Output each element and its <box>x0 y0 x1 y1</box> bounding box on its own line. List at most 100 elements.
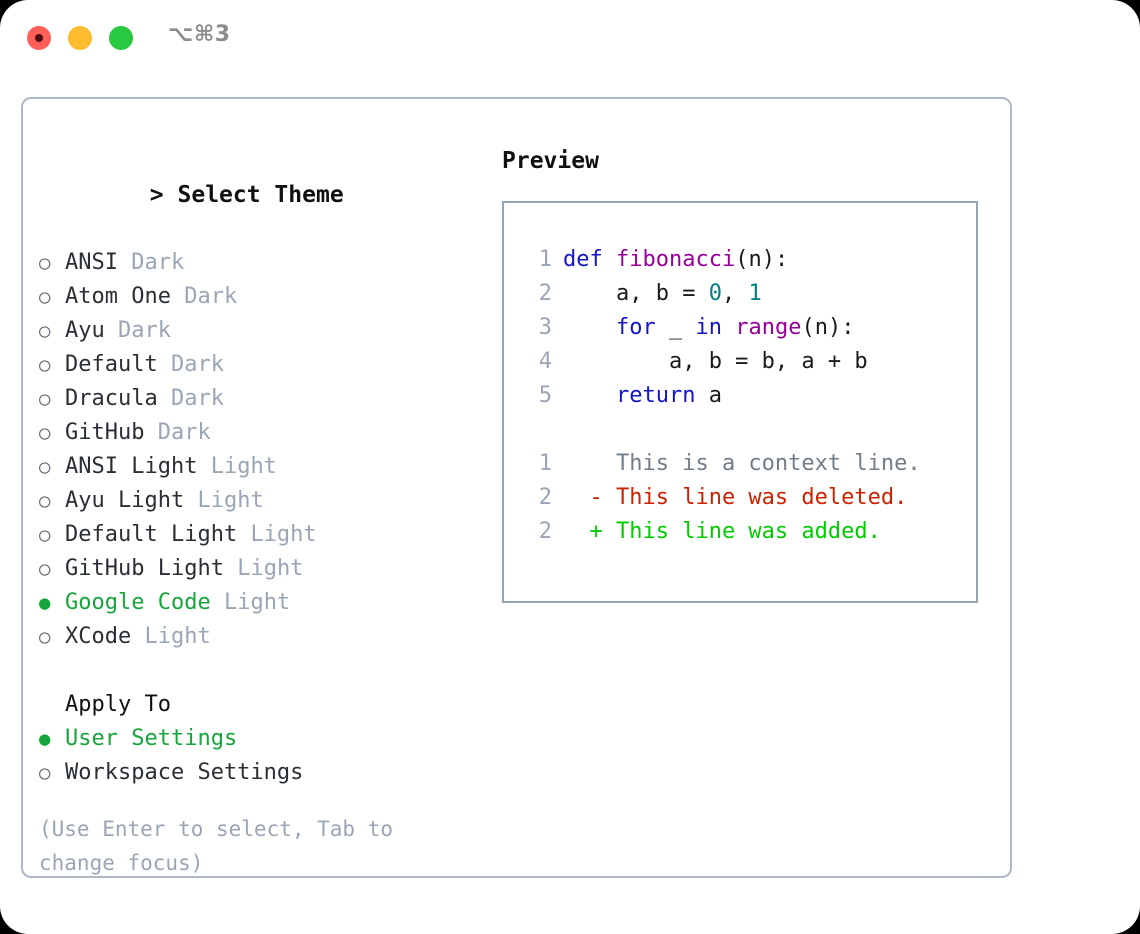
radio-unselected-icon: ○ <box>39 456 51 478</box>
theme-picker-title: > Select Theme <box>39 144 499 246</box>
code-token-plain: (n): <box>735 247 789 272</box>
radio-selected-icon: ● <box>39 592 51 614</box>
code-token-num: 1 <box>748 281 762 306</box>
code-line-number: 1 <box>538 247 552 272</box>
theme-option-atom-one[interactable]: ○ Atom One Dark <box>39 280 499 314</box>
theme-option-label: Google Code <box>65 590 211 615</box>
theme-option-label: Atom One <box>65 284 171 309</box>
code-line-number: 4 <box>538 349 552 374</box>
theme-option-label: ANSI <box>65 250 118 275</box>
code-token-num: 0 <box>708 281 722 306</box>
theme-option-github-light[interactable]: ○GitHub Light Light <box>39 552 499 586</box>
theme-option-dracula[interactable]: ○Dracula Dark <box>39 382 499 416</box>
radio-unselected-icon: ○ <box>39 252 51 274</box>
radio-unselected-icon: ○ <box>39 422 51 444</box>
label-suffix-gap <box>224 552 237 586</box>
theme-option-ansi-light[interactable]: ○ANSI Light Light <box>39 450 499 484</box>
code-token-fn: range <box>735 315 802 340</box>
code-line-text: for _ in range(n): <box>563 311 854 345</box>
code-line: 5 return a <box>522 379 970 413</box>
diff-sample-block: 1 This is a context line.2 - This line w… <box>522 447 970 549</box>
label-suffix-gap <box>118 246 131 280</box>
zoom-window-button[interactable] <box>109 26 133 50</box>
close-window-button[interactable] <box>27 26 51 50</box>
list-spacer <box>39 654 499 688</box>
radio-unselected-icon: ○ <box>39 524 51 546</box>
theme-option-variant: Light <box>250 522 317 547</box>
page-title: Select Theme <box>177 182 344 208</box>
code-token-kw: for <box>615 315 656 340</box>
theme-option-variant: Dark <box>170 352 224 377</box>
apply-to-option-label: User Settings <box>65 726 238 751</box>
code-token-plain: a <box>695 383 722 408</box>
code-token-plain <box>563 383 616 408</box>
theme-option-variant: Dark <box>184 284 238 309</box>
code-token-plain: (n): <box>801 315 855 340</box>
radio-unselected-icon: ○ <box>39 388 51 410</box>
theme-option-variant: Dark <box>131 250 185 275</box>
apply-to-option-workspace-settings[interactable]: ○Workspace Settings <box>39 756 499 790</box>
theme-option-ayu-light[interactable]: ○Ayu Light Light <box>39 484 499 518</box>
theme-option-label: Ayu Light <box>65 488 185 513</box>
label-suffix-gap <box>158 382 171 416</box>
diff-line-text: + This line was added. <box>563 519 881 544</box>
radio-unselected-icon: ○ <box>39 626 51 648</box>
theme-option-github[interactable]: ○ GitHub Dark <box>39 416 499 450</box>
theme-option-variant: Light <box>223 590 291 615</box>
theme-option-label: Default Light <box>65 522 238 547</box>
code-token-plain: _ <box>655 315 696 340</box>
minimize-window-button[interactable] <box>68 26 92 50</box>
keyboard-hint-text: (Use Enter to select, Tab to change focu… <box>39 817 406 875</box>
radio-unselected-icon: ○ <box>39 762 51 784</box>
code-line: 3 for _ in range(n): <box>522 311 970 345</box>
diff-line-number: 2 <box>538 519 552 544</box>
theme-option-google-code[interactable]: ● Google Code Light <box>39 586 499 620</box>
theme-option-ansi[interactable]: ○ ANSI Dark <box>39 246 499 280</box>
diff-line-add: 2 + This line was added. <box>522 515 970 549</box>
keyboard-shortcut-label: ⌥⌘3 <box>168 22 231 47</box>
code-line-text: return a <box>563 379 722 413</box>
code-token-kw: in <box>695 315 722 340</box>
diff-line-number: 1 <box>538 451 552 476</box>
code-line-text: a, b = b, a + b <box>563 345 868 379</box>
theme-option-xcode[interactable]: ○XCode Light <box>39 620 499 654</box>
apply-to-option-user-settings[interactable]: ●User Settings <box>39 722 499 756</box>
theme-option-list[interactable]: ○ANSI Dark○Atom One Dark○Ayu Dark○Defaul… <box>39 246 499 654</box>
theme-option-variant: Light <box>237 556 304 581</box>
code-token-plain: a, b = <box>563 281 709 306</box>
radio-unselected-icon: ○ <box>39 490 51 512</box>
theme-option-variant: Light <box>144 624 211 649</box>
theme-option-default[interactable]: ○Default Dark <box>39 348 499 382</box>
label-suffix-gap <box>144 416 157 450</box>
label-suffix-gap <box>197 450 210 484</box>
code-line-number: 3 <box>538 315 552 340</box>
theme-option-ayu[interactable]: ○Ayu Dark <box>39 314 499 348</box>
preview-title: Preview <box>502 148 599 174</box>
label-suffix-gap <box>211 586 224 620</box>
diff-line-text: This is a context line. <box>563 451 921 476</box>
code-token-fn: fibonacci <box>615 247 736 272</box>
theme-option-label: GitHub <box>65 420 145 445</box>
label-suffix-gap <box>158 348 171 382</box>
code-token-plain: , <box>721 281 749 306</box>
theme-option-default-light[interactable]: ○ Default Light Light <box>39 518 499 552</box>
radio-unselected-icon: ○ <box>39 320 51 342</box>
apply-to-option-list[interactable]: ●User Settings○Workspace Settings <box>39 722 499 790</box>
theme-option-label: GitHub Light <box>65 556 224 581</box>
theme-option-label: Default <box>65 352 158 377</box>
label-suffix-gap <box>131 620 144 654</box>
radio-unselected-icon: ○ <box>39 286 51 308</box>
code-token-plain <box>563 315 616 340</box>
code-line-text: a, b = 0, 1 <box>563 277 762 311</box>
apply-to-header-marker-placeholder: ○ <box>39 688 65 722</box>
code-line-number: 2 <box>538 281 552 306</box>
prompt-caret-icon: > <box>149 182 164 208</box>
theme-option-variant: Dark <box>157 420 211 445</box>
label-suffix-gap <box>237 518 250 552</box>
theme-picker-column: > Select Theme ○ANSI Dark○Atom One Dark○… <box>39 144 499 880</box>
label-suffix-gap <box>184 484 197 518</box>
code-line: 4 a, b = b, a + b <box>522 345 970 379</box>
theme-option-variant: Dark <box>170 386 224 411</box>
